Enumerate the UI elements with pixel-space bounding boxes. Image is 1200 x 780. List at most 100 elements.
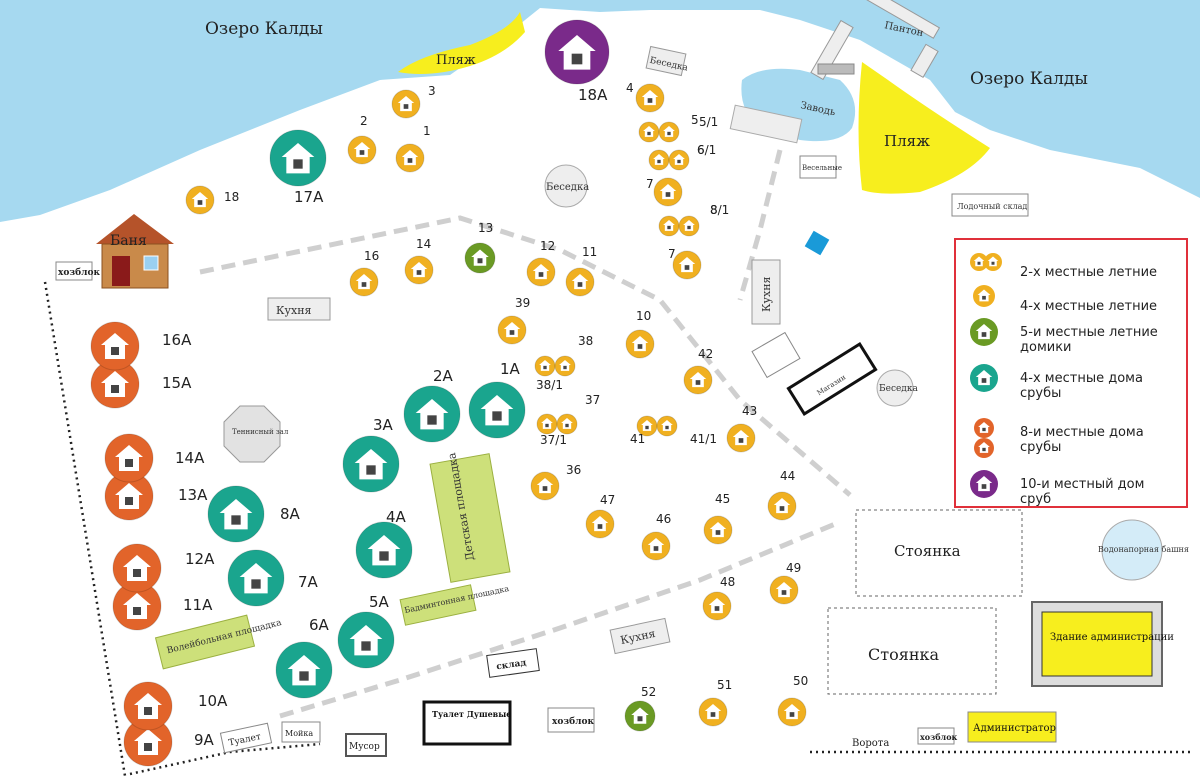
house-label: 16 [364, 249, 379, 263]
house-4-log-5A: 5A [337, 593, 395, 669]
house-label: 12 [540, 239, 555, 253]
toilet-shower-label: Туалет Душевые [432, 709, 511, 719]
house-8-log-11A: 11A [112, 581, 213, 631]
house-5-summer-13: 13 [464, 221, 496, 274]
house-4-log-17A: 17A [269, 129, 327, 206]
sauna-label: Баня [110, 233, 147, 249]
shed-mid-label: хозблок [552, 716, 594, 727]
house-label: 3A [373, 416, 394, 434]
shed-left-label: хозблок [58, 267, 100, 278]
kitchen-1-label: Кухня [276, 304, 312, 317]
legend-row: 2-х местные летние [968, 250, 1170, 294]
house-4-log-7A: 7A [227, 549, 319, 607]
house-label: 7 [668, 247, 676, 261]
beach-left [398, 12, 525, 74]
house-2-summer-38-1: 38/1 [536, 355, 576, 392]
house-label: 8A [280, 505, 301, 523]
house-label: 38/1 [536, 378, 563, 392]
kitchen-2-label: Кухня [760, 276, 773, 312]
legend-icon [968, 364, 1020, 408]
boat-rental-label: Весельные [802, 164, 842, 172]
house-2-summer-8-1: 8/1 [678, 203, 729, 237]
house-label: 8/1 [710, 203, 729, 217]
legend-icon [968, 470, 1020, 514]
house-label: 51 [717, 678, 732, 692]
house-2-summer-38: 38 [534, 334, 593, 377]
house-label: 5/1 [699, 115, 718, 129]
house-label: 2A [433, 367, 454, 385]
house-4-log-8A: 8A [207, 485, 301, 543]
house-8-log-14A: 14A [104, 433, 205, 483]
house-8-log-9A: 9A [123, 717, 215, 767]
house-label: 41 [630, 432, 645, 446]
sink-label: Мойка [285, 729, 313, 738]
house-4-summer-16: 16 [349, 249, 379, 297]
gazebo-right-label: Беседка [879, 384, 918, 394]
buildings: Беседка Беседка Беседка Весельные Лодочн… [55, 45, 1189, 757]
house-label: 11A [183, 596, 213, 614]
beach-right [858, 62, 990, 194]
legend-icon [968, 250, 1020, 294]
house-label: 6/1 [697, 143, 716, 157]
house-label: 18 [224, 190, 239, 204]
beach-left-label: Пляж [436, 53, 476, 68]
house-4-summer-1: 1 [395, 124, 431, 173]
house-4-summer-39: 39 [497, 296, 530, 345]
house-2-summer-41-1: 41/1 [656, 415, 717, 446]
house-label: 11 [582, 245, 597, 259]
house-label: 5 [691, 113, 699, 127]
house-2-summer-37-1: 37/1 [540, 413, 578, 447]
house-label: 14 [416, 237, 431, 251]
house-label: 48 [720, 575, 735, 589]
legend-label: 10-и местный дом сруб [1020, 477, 1145, 507]
house-4-summer-11: 11 [565, 245, 597, 297]
legend-row: 4-х местные летние [968, 284, 1170, 328]
house-4-log-1A: 1A [468, 360, 526, 439]
house-label: 12A [185, 550, 215, 568]
house-label: 14A [175, 449, 205, 467]
house-4-log-3A: 3A [342, 416, 400, 493]
house-4-summer-2: 2 [347, 114, 377, 165]
legend-icon [968, 284, 1020, 328]
house-label: 42 [698, 347, 713, 361]
house-8-log-10A: 10A [123, 681, 228, 731]
house-8-log-12A: 12A [112, 543, 215, 593]
house-label: 52 [641, 685, 656, 699]
house-label: 44 [780, 469, 795, 483]
house-label: 49 [786, 561, 801, 575]
house-label: 5A [369, 593, 390, 611]
legend-row: 4-х местные дома срубы [968, 364, 1170, 408]
lake [0, 0, 1200, 222]
house-label: 43 [742, 404, 757, 418]
house-2-summer-5-1: 5/1 [658, 115, 718, 143]
house-4-summer-47: 47 [585, 493, 615, 539]
house-4-summer-14: 14 [404, 237, 434, 285]
house-label: 4 [626, 81, 634, 95]
house-4-summer-42: 42 [683, 347, 713, 395]
house-label: 15A [162, 374, 192, 392]
parking-2-label: Стоянка [868, 645, 939, 664]
house-label: 4A [386, 508, 407, 526]
house-4-summer-44: 44 [767, 469, 797, 521]
house-8-log-15A: 15A [90, 359, 192, 409]
warehouse-label: Лодочный склад [957, 202, 1027, 211]
house-label: 17A [294, 188, 324, 206]
house-4-summer-43: 43 [726, 404, 757, 453]
legend-row: 10-и местный дом сруб [968, 470, 1170, 514]
house-4-log-4A: 4A [355, 508, 413, 579]
house-label: 38 [578, 334, 593, 348]
legend-label: 5-и местные летние домики [1020, 325, 1158, 355]
house-10-log-18A: 18A [544, 19, 610, 104]
house-4-summer-50: 50 [777, 674, 808, 727]
house-label: 47 [600, 493, 615, 507]
house-label: 6 [697, 143, 705, 157]
house-label: 7A [298, 573, 319, 591]
house-label: 10A [198, 692, 228, 710]
house-label: 13 [478, 221, 493, 235]
house-2-summer-37: 37 [536, 393, 600, 435]
house-label: 3 [428, 84, 436, 98]
house-8-log-16A: 16A [90, 321, 192, 371]
trash-label: Мусор [349, 742, 380, 752]
house-label: 37/1 [540, 433, 567, 447]
